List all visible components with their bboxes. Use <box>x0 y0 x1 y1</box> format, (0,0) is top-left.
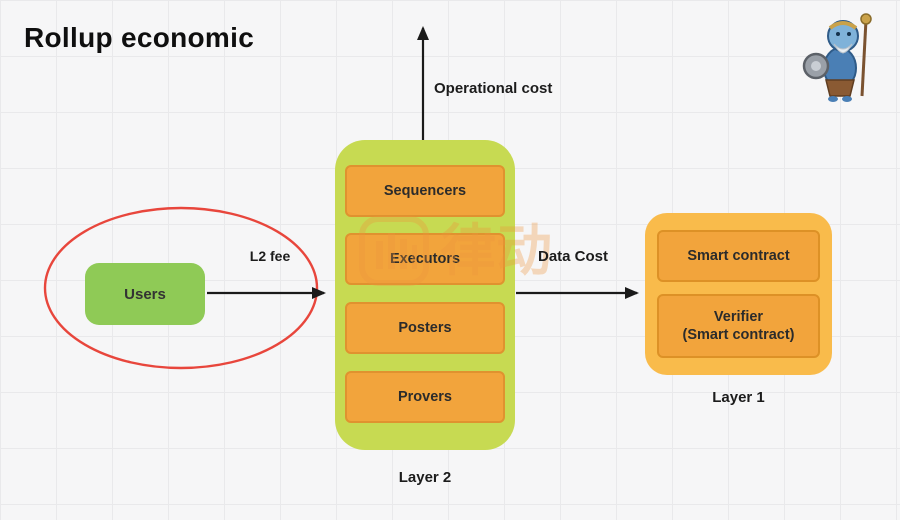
layer2-label: Layer 2 <box>398 469 452 486</box>
node-provers: Provers <box>345 371 505 423</box>
operational-cost-label: Operational cost <box>434 80 553 97</box>
page-title: Rollup economic <box>24 22 255 53</box>
node-executors: Executors <box>345 233 505 285</box>
node-verifier: Verifier (Smart contract) <box>657 294 820 358</box>
node-smart-contract: Smart contract <box>657 230 820 282</box>
node-sequencers: Sequencers <box>345 165 505 217</box>
l2-fee-label: L2 fee <box>249 248 291 264</box>
node-posters: Posters <box>345 302 505 354</box>
mascot-illustration <box>802 13 872 102</box>
data-cost-label: Data Cost <box>538 248 609 265</box>
node-users: Users <box>85 263 205 325</box>
layer1-label: Layer 1 <box>712 389 765 406</box>
